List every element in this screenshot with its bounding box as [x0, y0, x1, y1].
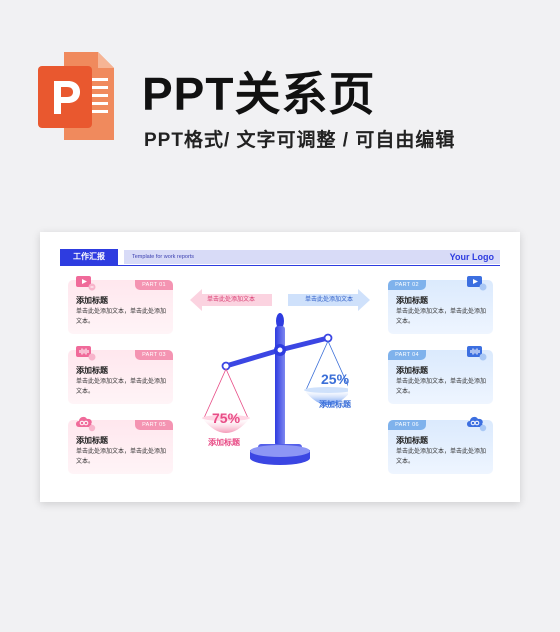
card-body: 单击此处添加文本，单击此处添加文本。 [76, 309, 167, 325]
chat-wave-icon [76, 346, 96, 361]
balance-scale-icon [202, 313, 352, 465]
card-title: 添加标题 [396, 436, 428, 445]
right-pan-label: 添加标题 [319, 400, 351, 409]
powerpoint-icon [38, 52, 114, 140]
card-tag: PART 05 [135, 420, 173, 430]
left-arrow-text: 单击此处添加文本 [206, 297, 255, 303]
header-strip: Template for work reports Your Logo [124, 250, 500, 264]
card-part-03[interactable]: PART 03 添加标题 单击此处添加文本，单击此处添加文本。 [68, 346, 173, 404]
header-rule [60, 265, 500, 266]
card-tag: PART 02 [388, 280, 426, 290]
card-part-05[interactable]: PART 05 添加标题 单击此处添加文本，单击此处添加文本。 [68, 416, 173, 474]
card-tag: PART 03 [135, 350, 173, 360]
card-body: 单击此处添加文本，单击此处添加文本。 [396, 309, 487, 325]
left-percent: 75% [212, 410, 241, 426]
promo-subtitle: PPT格式/ 文字可调整 / 可自由编辑 [144, 130, 456, 151]
video-play-icon [76, 276, 96, 291]
video-play-icon [467, 276, 487, 291]
card-part-01[interactable]: PART 01 添加标题 单击此处添加文本，单击此处添加文本。 [68, 276, 173, 334]
card-tag: PART 04 [388, 350, 426, 360]
card-part-02[interactable]: PART 02 添加标题 单击此处添加文本，单击此处添加文本。 [388, 276, 493, 334]
card-title: 添加标题 [76, 296, 108, 305]
card-body: 单击此处添加文本，单击此处添加文本。 [76, 379, 167, 395]
card-body: 单击此处添加文本，单击此处添加文本。 [76, 449, 167, 465]
promo-title: PPT关系页 [142, 68, 376, 120]
chat-wave-icon [467, 346, 487, 361]
card-tag: PART 06 [388, 420, 426, 430]
card-title: 添加标题 [76, 366, 108, 375]
card-body: 单击此处添加文本，单击此处添加文本。 [396, 379, 487, 395]
header-badge: 工作汇报 [60, 249, 118, 265]
cloud-link-icon [467, 416, 487, 432]
card-title: 添加标题 [76, 436, 108, 445]
left-pan-label: 添加标题 [208, 438, 240, 447]
card-part-04[interactable]: PART 04 添加标题 单击此处添加文本，单击此处添加文本。 [388, 346, 493, 404]
right-percent: 25% [321, 371, 350, 387]
slide-header: 工作汇报 Template for work reports Your Logo [60, 249, 500, 265]
header-logo: Your Logo [449, 252, 494, 262]
card-title: 添加标题 [396, 296, 428, 305]
right-arrow-text: 单击此处添加文本 [304, 297, 353, 303]
card-tag: PART 01 [135, 280, 173, 290]
arrow-right-icon [288, 289, 370, 311]
card-body: 单击此处添加文本，单击此处添加文本。 [396, 449, 487, 465]
cloud-link-icon [76, 416, 96, 432]
right-arrow: 单击此处添加文本 [288, 289, 370, 311]
left-arrow: 单击此处添加文本 [190, 289, 272, 311]
card-title: 添加标题 [396, 366, 428, 375]
balance-scale [198, 308, 352, 478]
slide-preview: 工作汇报 Template for work reports Your Logo… [40, 232, 520, 502]
arrow-left-icon [190, 289, 272, 311]
card-part-06[interactable]: PART 06 添加标题 单击此处添加文本，单击此处添加文本。 [388, 416, 493, 474]
header-subtitle: Template for work reports [132, 254, 195, 260]
